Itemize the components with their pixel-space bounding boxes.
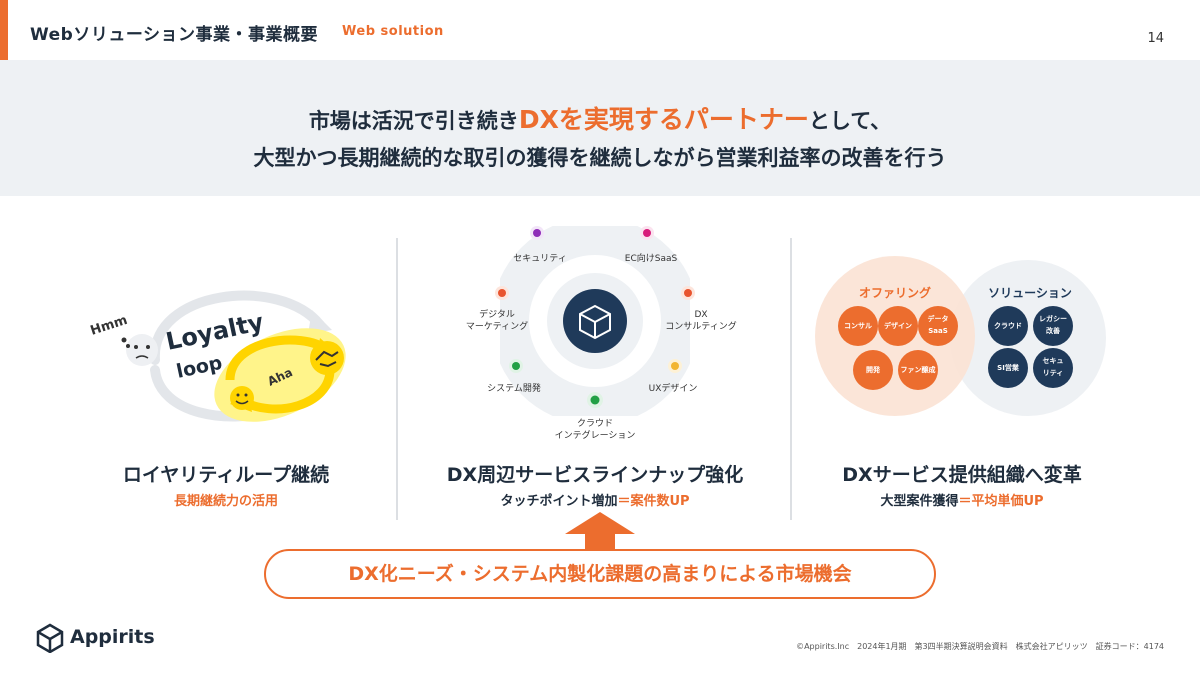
footer-text: ©Appirits.Inc 2024年1月期 第3四半期決算説明会資料 株式会社… [796,642,1164,651]
service-digital-marketing: デジタル マーケティング [465,310,529,332]
offering-data-saas: データ SaaS [927,315,949,335]
appirits-logo-text: Appirits [70,626,155,648]
services-title: DX周辺サービスラインナップ強化 [446,464,744,486]
dot-ux-design [668,359,682,373]
solution-label: ソリューション [988,286,1072,300]
loyalty-subtitle: 長期継続力の活用 [173,494,278,509]
offering-consul: コンサル [844,322,872,330]
hero-highlight: DXを実現するパートナー [518,105,809,134]
appirits-logo-icon [36,623,64,653]
solution-cloud: クラウド [994,322,1022,330]
solution-security: セキュ リティ [1042,357,1064,377]
dot-cloud-integration [587,392,603,408]
market-opportunity-banner: DX化ニーズ・システム内製化課題の高まりによる市場機会 [264,549,936,599]
offering-design: デザイン [884,322,912,330]
cube-icon [579,304,611,340]
hero-line-1-after: として、 [808,109,892,133]
column-divider-1 [396,238,398,520]
header-accent-bar [0,0,8,60]
solution-si-sales: SI営業 [997,364,1019,372]
service-cloud-integration: クラウド インテグレーション [554,419,636,441]
slide-title: Webソリューション事業・事業概要 [30,25,319,45]
loyalty-title: ロイヤリティループ継続 [122,464,330,486]
up-arrow-icon [565,512,635,552]
org-venn-diagram [815,256,1106,416]
hmm-text: Hmm [89,313,130,339]
dot-ec-saas [640,226,654,240]
offering-label: オファリング [858,286,931,300]
hero-message: 市場は活況で引き続きDXを実現するパートナーとして、 大型かつ長期継続的な取引の… [0,60,1200,196]
services-subtitle-dark: タッチポイント増加 [500,494,618,509]
hero-line-1-before: 市場は活況で引き続き [308,109,519,133]
slide-subtitle: Web solution [342,24,444,39]
dot-digital-marketing [495,286,509,300]
offering-dev: 開発 [866,366,880,374]
dot-dx-consulting [681,286,695,300]
services-subtitle: タッチポイント増加＝案件数UP [425,490,765,509]
org-subtitle: 大型案件獲得＝平均単価UP [792,490,1132,509]
slide-header: Webソリューション事業・事業概要 Web solution 14 [0,0,1200,60]
page-number: 14 [1147,31,1164,46]
service-system-dev: システム開発 [487,384,541,394]
loyalty-loop-illustration: Hmm Loyalty loop Aha [89,290,346,422]
service-security: セキュリティ [513,254,567,264]
hero-line-2: 大型かつ長期継続的な取引の獲得を継続しながら営業利益率の改善を行う [253,146,947,170]
org-subtitle-dark: 大型案件獲得 [880,494,959,509]
dot-system-dev [509,359,523,373]
org-title: DXサービス提供組織へ変革 [842,464,1082,486]
loop-text: loop [174,352,224,383]
service-ux-design: UXデザイン [648,384,698,394]
service-dx-consulting: DX コンサルティング [665,310,737,332]
column-divider-2 [790,238,792,520]
solution-legacy: レガシー 改善 [1039,315,1067,335]
offering-fan: ファン醸成 [900,366,936,374]
hero-line-1: 市場は活況で引き続きDXを実現するパートナーとして、 [0,100,1200,136]
services-subtitle-orange: ＝案件数UP [617,494,690,509]
dot-security [530,226,544,240]
org-subtitle-orange: ＝平均単価UP [958,494,1044,509]
service-ec-saas: EC向けSaaS [624,254,678,264]
